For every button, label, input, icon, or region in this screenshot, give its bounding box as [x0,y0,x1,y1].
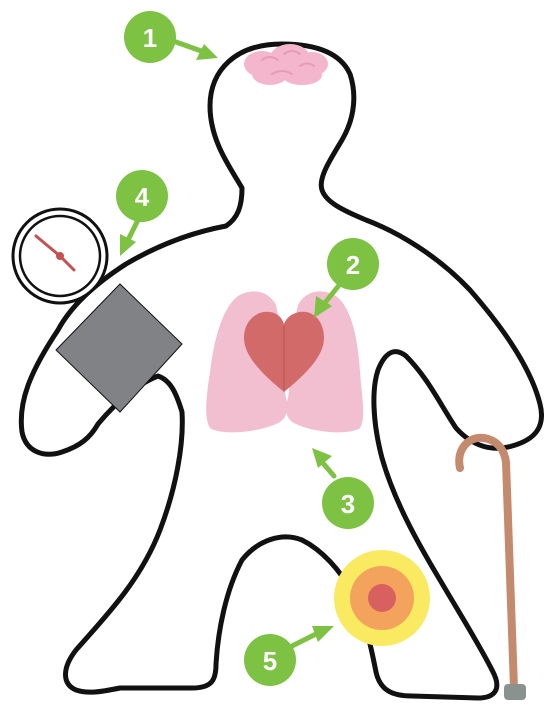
svg-text:3: 3 [341,489,355,519]
arrow-5-head [312,626,334,642]
svg-text:2: 2 [346,250,360,280]
svg-text:5: 5 [263,646,277,676]
arrow-1 [176,42,204,52]
svg-text:1: 1 [143,23,157,53]
badge-4: 4 [116,170,168,222]
svg-text:4: 4 [135,182,150,212]
joint-pain-icon [334,550,430,646]
arrow-5 [292,634,316,646]
arrow-4 [128,220,138,240]
blood-pressure-gauge-icon [13,209,107,303]
badge-1: 1 [124,11,176,63]
badge-2: 2 [327,238,379,290]
badge-5: 5 [244,634,296,686]
badge-3: 3 [322,477,374,529]
